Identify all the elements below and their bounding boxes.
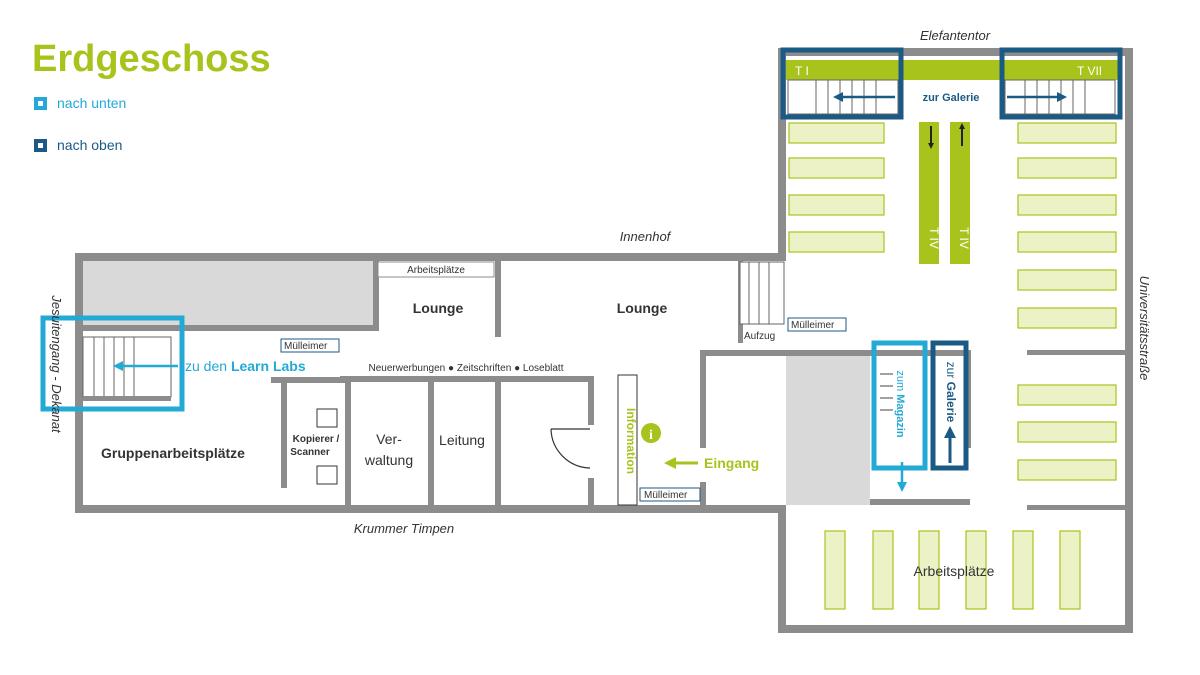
label-leitung: Leitung	[439, 432, 485, 448]
label-scanner: Scanner	[290, 447, 330, 458]
stair-t7-up-marker	[999, 47, 1123, 120]
door-swing	[550, 428, 591, 469]
bin-3	[787, 317, 847, 332]
legend-down-label: nach unten	[57, 95, 127, 111]
shelf-t4-right	[950, 122, 970, 264]
stair-learn-labs-down-marker	[40, 315, 185, 412]
elevator-shaft	[739, 261, 785, 325]
stair-magazin	[880, 373, 893, 411]
work-desks	[824, 530, 1081, 610]
legend-down: nach unten	[34, 95, 126, 111]
walls	[75, 48, 1133, 633]
copier-1	[316, 408, 338, 428]
label-eingang: Eingang	[704, 455, 759, 471]
shelf-t4-left	[919, 122, 939, 264]
label-zur-galerie-top: zur Galerie	[923, 92, 980, 104]
stair-magazin-down-marker	[871, 340, 928, 471]
label-lounge-left: Lounge	[413, 300, 464, 316]
label-gruppenarbeitsplaetze: Gruppenarbeitsplätze	[101, 445, 245, 461]
label-muelleimer-2: Mülleimer	[644, 490, 688, 501]
info-icon-glyph: i	[649, 428, 653, 443]
stair-t1-up-marker	[780, 47, 904, 120]
street-north: Elefantentor	[920, 28, 991, 43]
storage-area-left	[83, 261, 373, 325]
label-muelleimer-1: Mülleimer	[284, 341, 328, 352]
street-east: Universitätsstraße	[1137, 276, 1152, 381]
information-desk	[617, 374, 638, 506]
tower-top-band	[786, 60, 1118, 80]
label-learn-labs: zu den Learn Labs	[185, 358, 306, 374]
label-t7: T VII	[1077, 64, 1102, 78]
label-t4-b: T IV	[957, 227, 971, 249]
legend-down-swatch	[34, 96, 47, 110]
label-kopierer: Kopierer /	[293, 434, 340, 445]
stair-galerie-up-marker	[930, 340, 969, 471]
label-verwaltung-2: waltung	[364, 452, 413, 468]
street-courtyard: Innenhof	[620, 229, 672, 244]
label-t1: T I	[795, 64, 809, 78]
label-shelf-sign: Neuerwerbungen ● Zeitschriften ● Losebla…	[369, 363, 564, 374]
label-zur-galerie: zur Galerie	[944, 362, 958, 423]
label-aufzug: Aufzug	[744, 331, 775, 342]
label-verwaltung-1: Ver-	[376, 431, 402, 447]
info-icon	[641, 423, 661, 443]
map-title: Erdgeschoss	[32, 38, 271, 80]
street-south: Krummer Timpen	[354, 521, 454, 536]
street-west: Jesuitengang - Dekanat	[49, 294, 64, 434]
tower-shelves	[788, 122, 1117, 481]
label-information: Information	[624, 408, 638, 474]
legend-up-swatch	[34, 138, 47, 152]
label-t4-a: T IV	[927, 227, 941, 249]
copier-2	[316, 465, 338, 485]
label-arbeitsplaetze-small: Arbeitsplätze	[407, 265, 465, 276]
legend-up: nach oben	[34, 137, 122, 153]
bin-2	[639, 487, 701, 502]
bin-1	[280, 338, 340, 353]
label-zum-magazin: zum Magazin	[894, 370, 906, 438]
storage-area-center	[786, 356, 870, 505]
label-lounge-right: Lounge	[617, 300, 668, 316]
label-arbeitsplaetze-big: Arbeitsplätze	[914, 563, 995, 579]
label-muelleimer-3: Mülleimer	[791, 320, 835, 331]
arbeitsplaetze-small-box	[377, 261, 495, 278]
legend-up-label: nach oben	[57, 137, 123, 153]
stair-learn-labs	[82, 336, 172, 401]
